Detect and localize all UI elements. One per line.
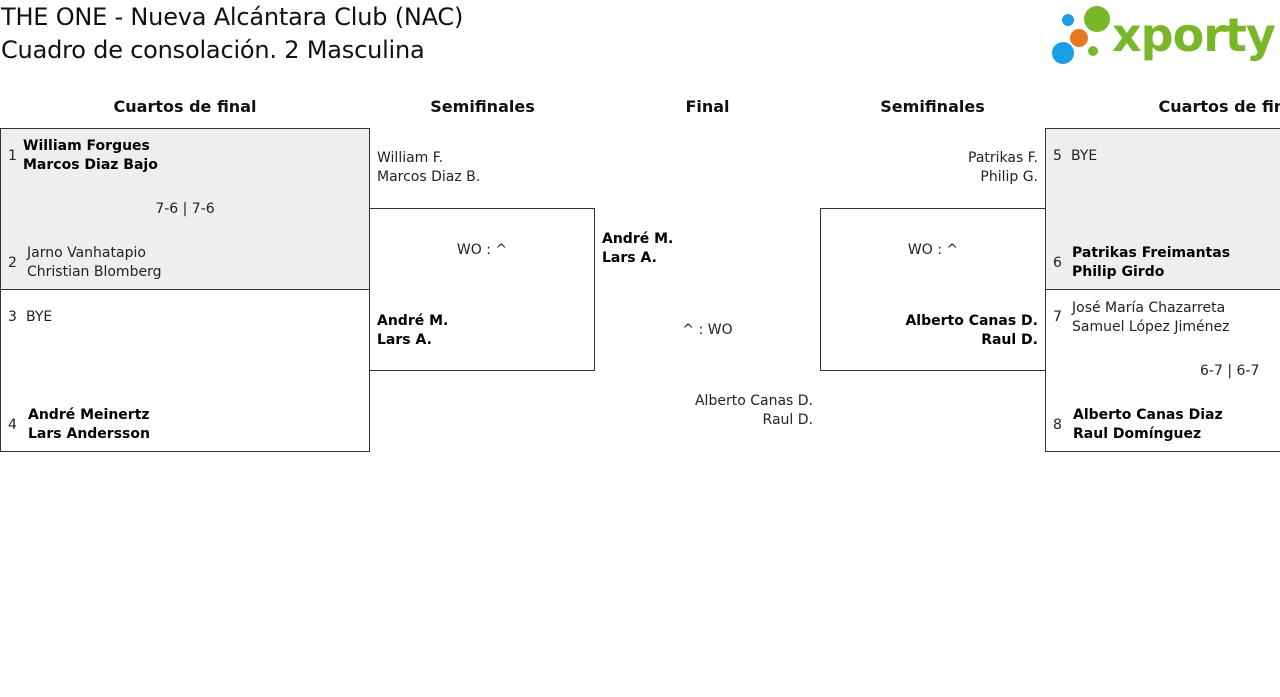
match-score: WO : ^ [456, 242, 508, 258]
player-name: André M. [377, 313, 449, 329]
match-score: WO : ^ [907, 242, 959, 258]
player-name: William Forgues [23, 138, 150, 154]
round-title-qf-left: Cuartos de final [113, 97, 257, 116]
left-qf-match-2[interactable]: 3 BYE 4 André Meinertz Lars Andersson [0, 289, 370, 452]
player-name: Raul D. [981, 332, 1038, 348]
logo-text: xporty [1112, 8, 1276, 62]
player-name: Lars A. [602, 250, 657, 266]
seed-number: 2 [8, 255, 17, 271]
player-name: Philip G. [980, 169, 1038, 185]
left-sf-bracket: WO : ^ André M. Lars A. [369, 208, 595, 371]
player-name: Marcos Diaz Bajo [23, 157, 158, 173]
player-name: Christian Blomberg [27, 264, 162, 280]
player-name: Patrikas F. [968, 150, 1038, 166]
player-name: Philip Girdo [1072, 264, 1165, 280]
seed-number: 7 [1053, 309, 1062, 325]
player-name: Alberto Canas D. [694, 393, 813, 409]
match-score: 7-6 | 7-6 [155, 201, 215, 217]
player-name: William F. [377, 150, 444, 166]
match-score: 6-7 | 6-7 [1200, 363, 1260, 379]
logo-dot-green-icon [1084, 6, 1110, 32]
right-sf-bracket: WO : ^ Alberto Canas D. Raul D. [820, 208, 1046, 371]
player-name: BYE [1071, 148, 1098, 164]
match-score: ^ : WO [682, 322, 733, 338]
seed-number: 4 [8, 417, 17, 433]
left-qf-match-1[interactable]: 1 William Forgues Marcos Diaz Bajo 7-6 |… [0, 128, 370, 290]
logo-dot-blue-icon [1062, 14, 1074, 26]
player-name: Alberto Canas Diaz [1073, 407, 1223, 423]
page-title: THE ONE - Nueva Alcántara Club (NAC) [1, 3, 464, 31]
player-name: Lars Andersson [28, 426, 150, 442]
logo-dot-green-small-icon [1088, 46, 1098, 56]
player-name: Alberto Canas D. [905, 313, 1038, 329]
right-qf-match-2[interactable]: 7 José María Chazarreta Samuel López Jim… [1045, 289, 1280, 452]
player-name: Patrikas Freimantas [1072, 245, 1231, 261]
player-name: Raul D. [762, 412, 813, 428]
player-name: Jarno Vanhatapio [27, 245, 146, 261]
logo-dot-orange-icon [1070, 29, 1088, 47]
player-name: José María Chazarreta [1072, 300, 1226, 316]
round-title-qf-right: Cuartos de final [1158, 97, 1280, 116]
round-title-sf-right: Semifinales [880, 97, 985, 116]
seed-number: 8 [1053, 417, 1062, 433]
xporty-logo[interactable]: xporty [1050, 4, 1276, 68]
seed-number: 1 [8, 148, 17, 164]
round-title-sf-left: Semifinales [430, 97, 535, 116]
player-name: André Meinertz [28, 407, 150, 423]
logo-dot-blue-large-icon [1052, 42, 1074, 64]
seed-number: 3 [8, 309, 17, 325]
seed-number: 6 [1053, 255, 1062, 271]
seed-number: 5 [1053, 148, 1062, 164]
player-name: Samuel López Jiménez [1072, 319, 1230, 335]
player-name: BYE [26, 309, 53, 325]
player-name: Marcos Diaz B. [377, 169, 481, 185]
round-title-final: Final [685, 97, 730, 116]
page-subtitle: Cuadro de consolación. 2 Masculina [1, 36, 425, 64]
player-name: Raul Domínguez [1073, 426, 1202, 442]
player-name: André M. [602, 231, 674, 247]
player-name: Lars A. [377, 332, 432, 348]
right-qf-match-1[interactable]: 5 BYE 6 Patrikas Freimantas Philip Girdo [1045, 128, 1280, 290]
